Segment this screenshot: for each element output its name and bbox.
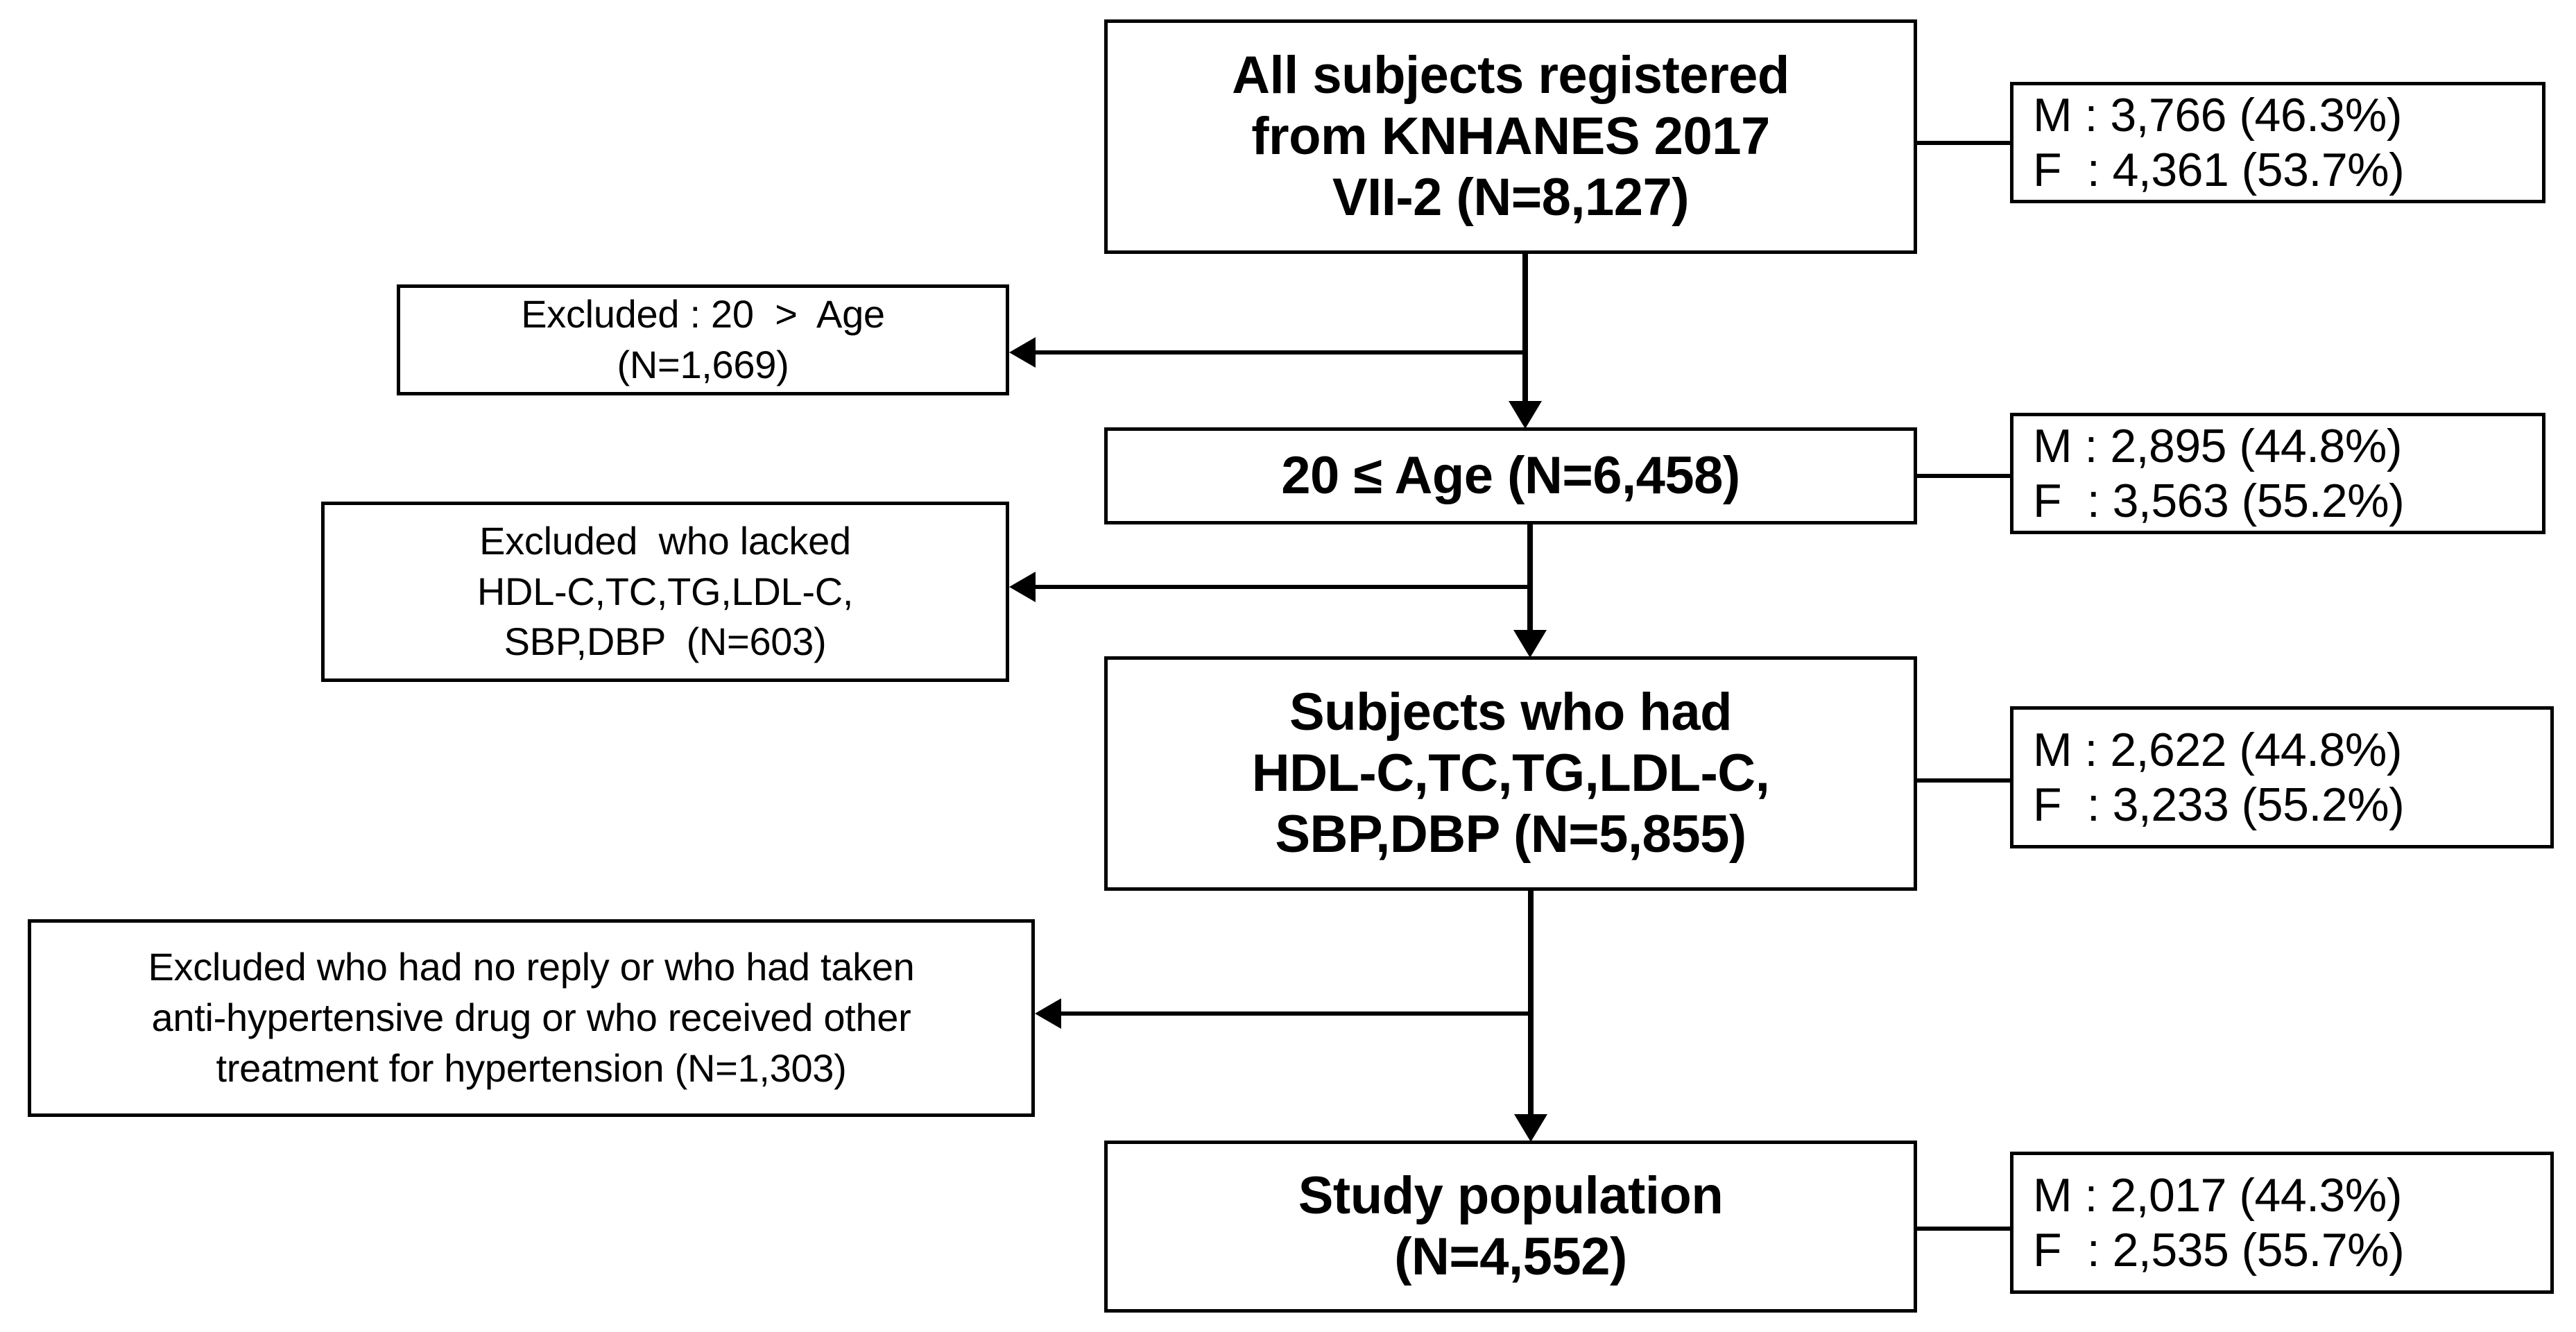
excluded-age: Excluded : 20 > Age (N=1,669) [397,284,1009,395]
sex-split-labs-male: M : 2,622 (44.8%) [2033,723,2402,776]
excluded-missing-labs-line-2: HDL-C,TC,TG,LDL-C, [476,569,854,613]
node-all-subjects-line-3: VII-2 (N=8,127) [1332,168,1690,228]
connector-to-excluded-age [1035,350,1527,355]
excluded-missing-labs-line-3: SBP,DBP (N=603) [504,620,827,664]
node-study-population-line-1: Study population [1298,1166,1724,1225]
connector-age20-to-labs [1527,524,1533,635]
node-all-subjects: All subjects registered from KNHANES 201… [1104,19,1917,254]
sex-split-study-population: M : 2,017 (44.3%) F : 2,535 (55.7%) [2010,1152,2554,1294]
connector-to-excluded-hypertension [1060,1011,1533,1016]
node-subjects-with-labs: Subjects who had HDL-C,TC,TG,LDL-C, SBP,… [1104,656,1917,891]
excluded-missing-labs-line-1: Excluded who lacked [479,518,851,563]
sex-split-age-20-female: F : 3,563 (55.2%) [2033,474,2405,527]
sex-split-labs: M : 2,622 (44.8%) F : 3,233 (55.2%) [2010,706,2554,848]
sex-split-all-subjects-female: F : 4,361 (53.7%) [2033,143,2405,196]
node-all-subjects-line-1: All subjects registered [1232,45,1789,105]
excluded-missing-labs: Excluded who lacked HDL-C,TC,TG,LDL-C, S… [321,502,1009,682]
connector-labs-to-sex-split [1916,778,2013,783]
excluded-hypertension-line-1: Excluded who had no reply or who had tak… [148,945,915,989]
excluded-hypertension: Excluded who had no reply or who had tak… [28,919,1035,1117]
arrowhead-labs [1513,630,1547,658]
connector-labs-to-study-population [1528,891,1534,1120]
sex-split-study-population-male: M : 2,017 (44.3%) [2033,1168,2402,1222]
node-all-subjects-line-2: from KNHANES 2017 [1251,106,1770,166]
arrowhead-age20 [1509,401,1542,429]
node-subjects-with-labs-line-2: HDL-C,TC,TG,LDL-C, [1251,743,1770,803]
sex-split-all-subjects-male: M : 3,766 (46.3%) [2033,88,2402,142]
connector-all-subjects-to-sex-split [1916,141,2013,145]
node-study-population: Study population (N=4,552) [1104,1141,1917,1313]
sex-split-labs-female: F : 3,233 (55.2%) [2033,778,2405,831]
connector-to-excluded-missing-labs [1035,585,1531,589]
connector-all-subjects-to-age20 [1522,254,1528,407]
connector-study-population-to-sex-split [1916,1227,2013,1231]
excluded-hypertension-line-3: treatment for hypertension (N=1,303) [216,1045,847,1090]
node-age-20-or-more: 20 ≤ Age (N=6,458) [1104,427,1917,524]
node-subjects-with-labs-line-1: Subjects who had [1289,682,1733,742]
arrowhead-study-population [1514,1114,1547,1142]
excluded-age-line-2: (N=1,669) [617,343,789,386]
node-study-population-line-2: (N=4,552) [1394,1227,1627,1286]
arrowhead-to-excluded-age [1009,337,1036,368]
node-subjects-with-labs-line-3: SBP,DBP (N=5,855) [1275,805,1746,864]
sex-split-age-20: M : 2,895 (44.8%) F : 3,563 (55.2%) [2010,413,2545,534]
arrowhead-to-excluded-hypertension [1035,998,1061,1029]
excluded-age-line-1: Excluded : 20 > Age [521,292,885,336]
sex-split-age-20-male: M : 2,895 (44.8%) [2033,419,2402,472]
sex-split-all-subjects: M : 3,766 (46.3%) F : 4,361 (53.7%) [2010,82,2545,203]
connector-age20-to-sex-split [1916,474,2013,478]
excluded-hypertension-line-2: anti-hypertensive drug or who received o… [151,996,911,1040]
arrowhead-to-excluded-missing-labs [1009,572,1036,602]
node-age-20-or-more-line-1: 20 ≤ Age (N=6,458) [1281,445,1740,505]
sex-split-study-population-female: F : 2,535 (55.7%) [2033,1223,2405,1276]
